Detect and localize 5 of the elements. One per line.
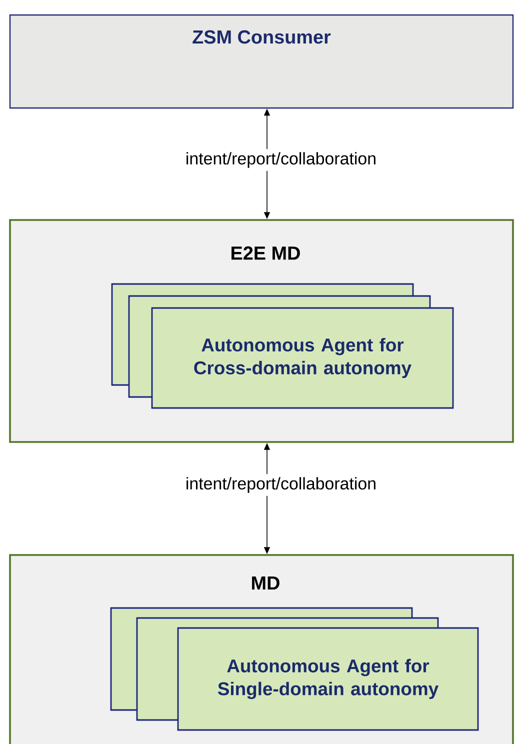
agent-card: Autonomous Agent for Cross-domain autonomy bbox=[151, 307, 454, 409]
edge-label: intent/report/collaboration bbox=[182, 149, 380, 171]
edge-label: intent/report/collaboration bbox=[182, 474, 380, 496]
agent-card: Autonomous Agent for Single-domain autonomy bbox=[177, 627, 479, 731]
consumer-box: ZSM Consumer bbox=[9, 14, 514, 109]
